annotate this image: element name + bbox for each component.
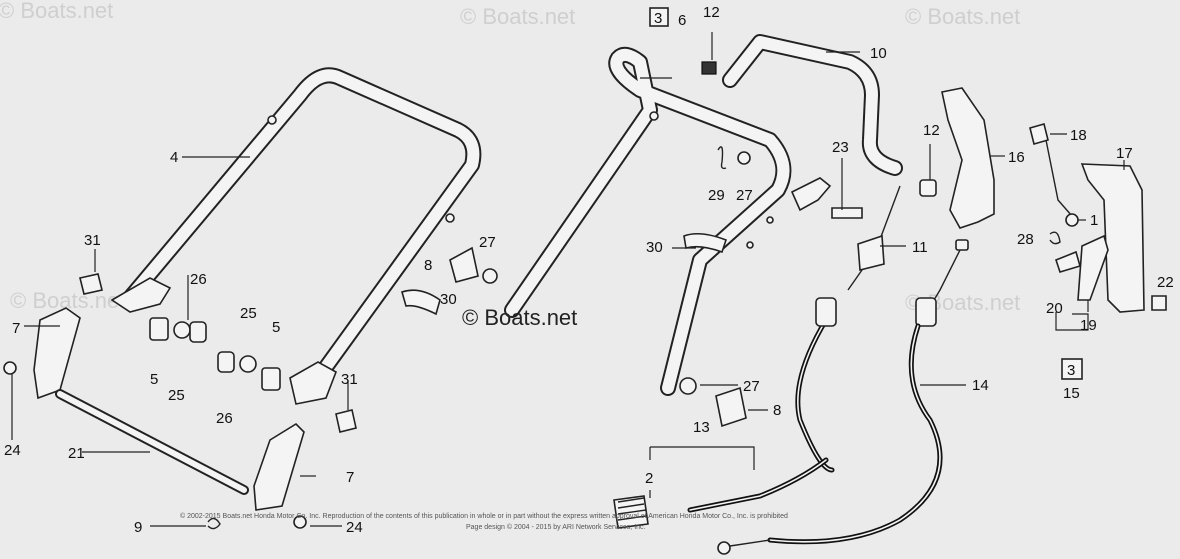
boats-net-brand: © Boats.net <box>462 305 577 330</box>
part-label-17: 17 <box>1116 145 1133 162</box>
part-label-7-right: 7 <box>346 469 354 486</box>
copyright-line: © 2002-2015 Boats.net Honda Motor Co. In… <box>180 512 788 520</box>
spring-part-20 <box>1055 250 1081 273</box>
clamp-part-30 <box>683 232 728 254</box>
bolt-part-23 <box>831 207 863 219</box>
pivot-part-8 <box>715 386 747 428</box>
washer-part-27 <box>679 377 697 395</box>
part-label-5-right: 5 <box>272 319 280 336</box>
washer-part-27 <box>737 151 751 165</box>
part-label-27-lower: 27 <box>743 378 760 395</box>
part-label-7-left: 7 <box>12 320 20 337</box>
bushing-part-26 <box>217 351 235 373</box>
nut-part-24 <box>3 361 17 375</box>
washer-part-27 <box>482 268 498 284</box>
part-label-8-left: 8 <box>424 257 432 274</box>
part-label-22: 22 <box>1157 274 1174 291</box>
bolt-part-22 <box>1151 295 1167 311</box>
throttle-cable-part-11 <box>795 185 901 473</box>
part-label-27-upper: 27 <box>736 187 753 204</box>
part-label-14: 14 <box>972 377 989 394</box>
pivot-part-8 <box>449 246 479 283</box>
shaft-part-21 <box>55 389 249 495</box>
part-label-15: 15 <box>1063 385 1080 402</box>
part-label-5-left: 5 <box>150 371 158 388</box>
throttle-lever-part-16 <box>941 87 995 229</box>
part-label-30-right: 30 <box>646 239 663 256</box>
part-label-4: 4 <box>170 149 178 166</box>
upper-handle-part-6 <box>504 7 832 396</box>
lower-handle-part-4 <box>110 67 482 405</box>
part-label-2: 2 <box>645 470 653 487</box>
part-label-31-right: 31 <box>341 371 358 388</box>
nut-part-24 <box>293 515 307 529</box>
washer-part-25 <box>173 321 191 339</box>
part-label-13: 13 <box>693 419 710 436</box>
part-label-26-lower: 26 <box>216 410 233 427</box>
bracket-part-17 <box>1080 163 1145 313</box>
set-box-3-lower <box>1061 358 1083 380</box>
part-label-27-left: 27 <box>479 234 496 251</box>
part-label-25-right: 25 <box>240 305 257 322</box>
bushing-part-5 <box>261 367 281 391</box>
part-label-24-right: 24 <box>346 519 363 536</box>
part-label-20: 20 <box>1046 300 1063 317</box>
page-design-line: Page design © 2004 - 2015 by ARI Network… <box>466 523 646 531</box>
clamp-part-30 <box>401 289 441 316</box>
bushing-part-12 <box>919 179 937 197</box>
part-label-21: 21 <box>68 445 85 462</box>
part-label-3-upper: 3 <box>654 10 662 27</box>
part-number-labels: 1 2 3 3 4 5 5 6 7 7 8 8 9 10 11 12 12 13… <box>4 4 1174 536</box>
watermark: © Boats.net <box>460 4 575 29</box>
cap-part-18 <box>1029 123 1049 145</box>
part-label-31-left: 31 <box>84 232 101 249</box>
part-label-29: 29 <box>708 187 725 204</box>
part-label-25-left: 25 <box>168 387 185 404</box>
bolt-part-31 <box>335 409 357 433</box>
part-label-12-right: 12 <box>923 122 940 139</box>
leader-lines <box>11 32 1125 527</box>
part-label-11: 11 <box>912 239 928 256</box>
washer-part-25 <box>239 355 257 373</box>
nut-part-12 <box>701 61 717 75</box>
part-label-18: 18 <box>1070 127 1087 144</box>
lever-part-19 <box>1077 234 1109 301</box>
part-label-23: 23 <box>832 139 849 156</box>
spring-part-1 <box>1065 213 1079 227</box>
bolt-part-31 <box>79 273 103 295</box>
part-label-16: 16 <box>1008 149 1025 166</box>
part-label-12-upper: 12 <box>703 4 720 21</box>
clip-part-29 <box>717 146 727 170</box>
part-label-26-upper: 26 <box>190 271 207 288</box>
clutch-cable-part-14 <box>717 239 969 555</box>
part-label-1: 1 <box>1090 212 1098 229</box>
clip-part-9 <box>207 517 221 530</box>
part-label-10: 10 <box>870 45 887 62</box>
part-label-19: 19 <box>1080 317 1097 334</box>
control-rod-part-10 <box>722 34 903 176</box>
set-box-3-upper <box>649 7 669 27</box>
part-label-9: 9 <box>134 519 142 536</box>
part-label-30-left: 30 <box>440 291 457 308</box>
part-label-24-left: 24 <box>4 442 21 459</box>
part-label-6: 6 <box>678 12 686 29</box>
bushing-part-5 <box>149 317 169 341</box>
bracket-part-7 <box>253 422 305 511</box>
bushing-part-26 <box>189 321 207 343</box>
watermark: © Boats.net <box>0 0 113 23</box>
part-label-28: 28 <box>1017 231 1034 248</box>
bracket-part-7 <box>33 307 81 400</box>
watermark: © Boats.net <box>905 4 1020 29</box>
clip-part-28 <box>1049 231 1061 245</box>
part-label-3-lower: 3 <box>1067 362 1075 379</box>
part-label-8-right: 8 <box>773 402 781 419</box>
